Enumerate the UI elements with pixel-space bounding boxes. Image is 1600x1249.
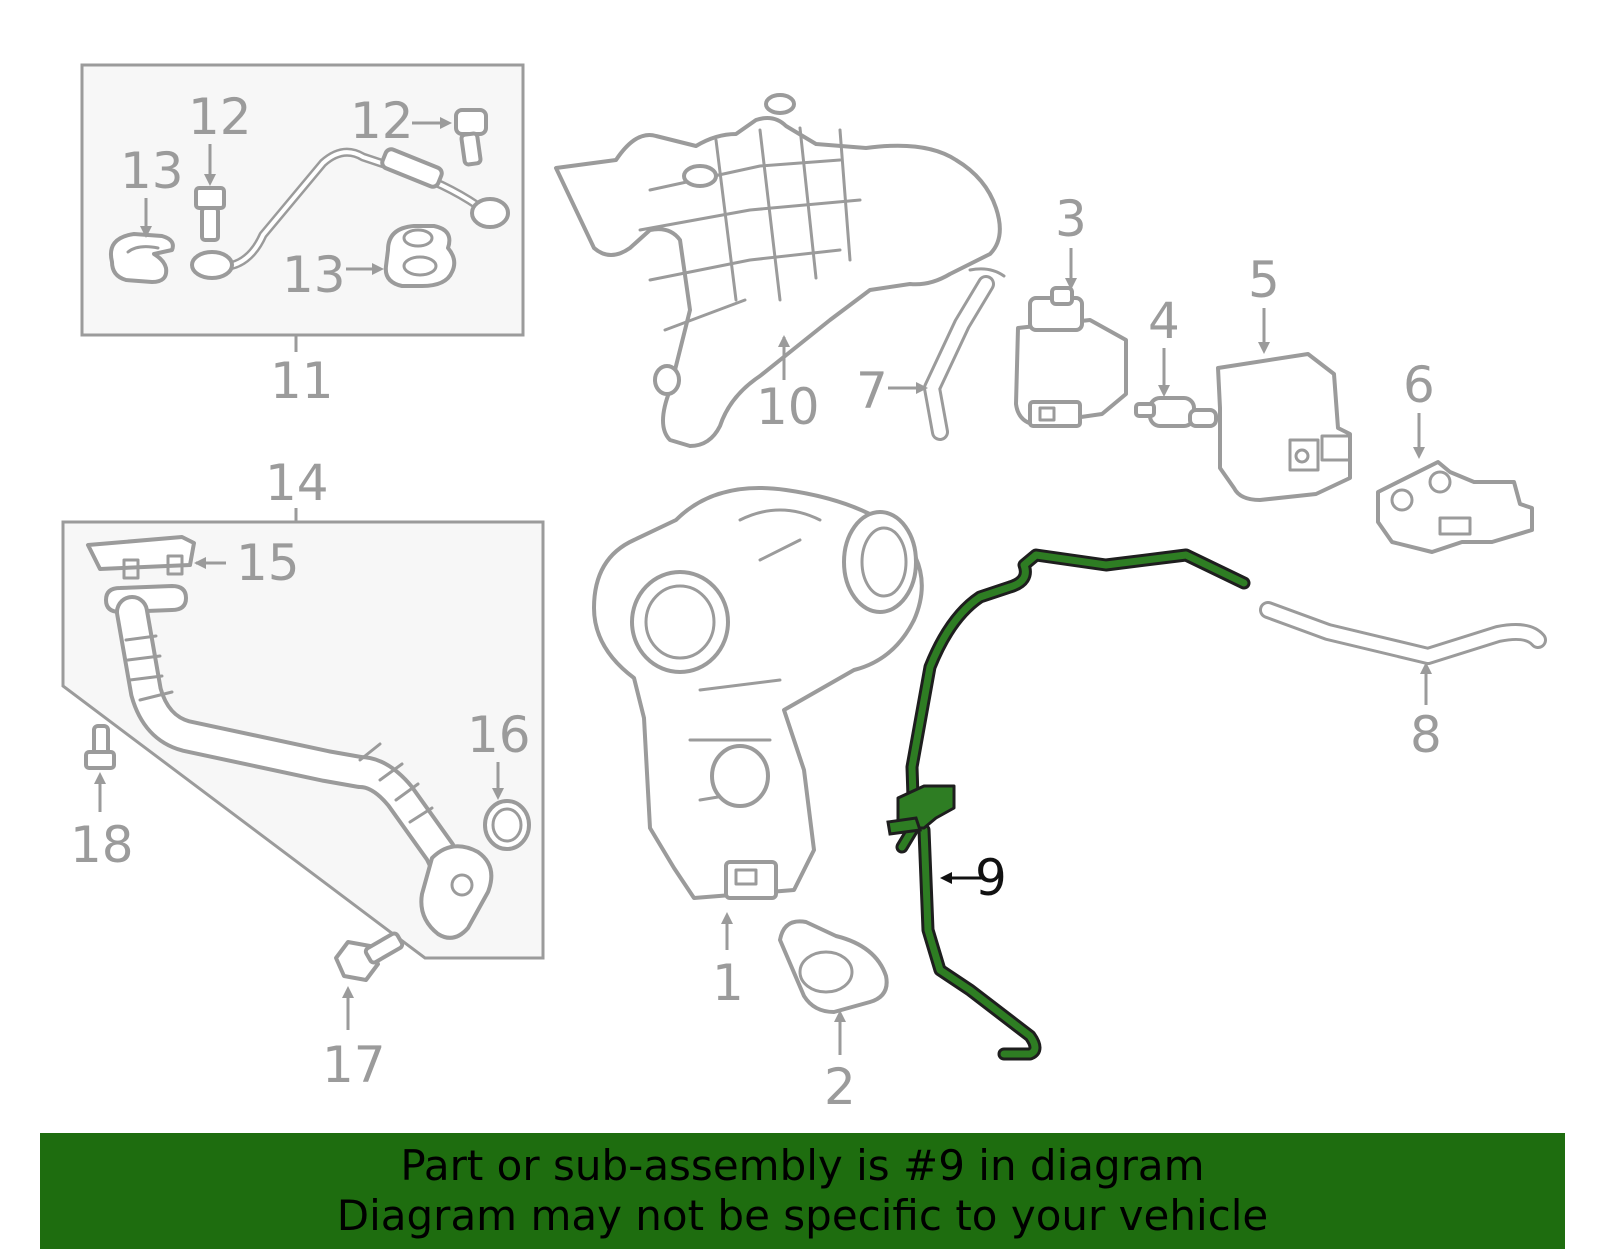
info-banner: Part or sub-assembly is #9 in diagram Di… <box>40 1133 1565 1249</box>
banner-line-2: Diagram may not be specific to your vehi… <box>336 1191 1269 1240</box>
part-10-heat-shield[interactable] <box>554 93 1002 448</box>
part-17-bolt[interactable] <box>334 931 405 1030</box>
part-12-bolt-small[interactable] <box>194 186 226 242</box>
part-3-boost-solenoid[interactable] <box>1014 248 1128 428</box>
banner-line-1: Part or sub-assembly is #9 in diagram <box>400 1141 1205 1190</box>
callout-5: 5 <box>1248 251 1280 309</box>
part-6-bracket[interactable] <box>1376 413 1534 554</box>
callout-2: 2 <box>824 1058 856 1116</box>
part-14-oil-return-line[interactable] <box>104 584 494 940</box>
callout-15: 15 <box>236 534 300 592</box>
part-4-pressure-sensor[interactable] <box>1134 348 1218 428</box>
callout-18: 18 <box>70 816 134 874</box>
callout-13-right: 13 <box>282 246 346 304</box>
kit-box-11 <box>80 63 525 352</box>
callout-4: 4 <box>1148 292 1180 350</box>
callout-1: 1 <box>712 954 744 1012</box>
part-7-vacuum-hose[interactable] <box>888 267 1006 441</box>
part-1-turbocharger[interactable] <box>592 486 924 950</box>
callout-10: 10 <box>756 378 820 436</box>
callout-12-right: 12 <box>350 92 414 150</box>
part-12-bolt-right[interactable] <box>454 108 488 167</box>
part-13-gasket-right[interactable] <box>383 224 457 288</box>
callout-12-left: 12 <box>188 88 252 146</box>
part-2-turbo-gasket[interactable] <box>778 919 889 1055</box>
callout-6: 6 <box>1403 356 1435 414</box>
callout-7: 7 <box>856 362 888 420</box>
callout-8: 8 <box>1410 706 1442 764</box>
callout-3: 3 <box>1055 190 1087 248</box>
part-15-flange-gasket[interactable] <box>86 535 226 580</box>
part-16-o-ring[interactable] <box>483 762 531 851</box>
part-11-oil-feed-line[interactable] <box>190 147 510 280</box>
part-18-stud[interactable] <box>84 724 116 812</box>
part-8-hose[interactable] <box>1259 601 1547 705</box>
callout-14: 14 <box>265 454 329 512</box>
callout-9: 9 <box>975 849 1007 907</box>
part-5-actuator[interactable] <box>1216 308 1352 502</box>
part-13-clip-left[interactable] <box>109 232 175 284</box>
callout-11: 11 <box>270 352 334 410</box>
callout-16: 16 <box>467 706 531 764</box>
callout-17: 17 <box>322 1036 386 1094</box>
part-9-vacuum-line-highlighted[interactable] <box>886 548 1251 1061</box>
callout-13-left: 13 <box>120 142 184 200</box>
